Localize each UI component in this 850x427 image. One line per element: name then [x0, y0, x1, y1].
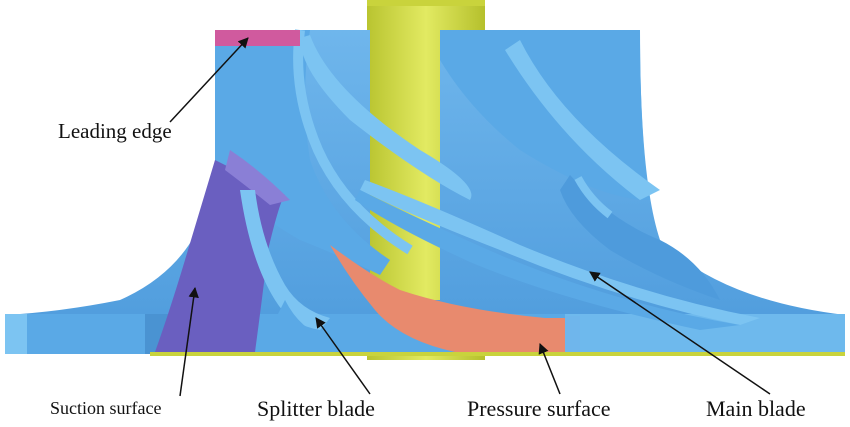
arrow-leading-edge	[169, 37, 249, 123]
label-pressure-surface: Pressure surface	[467, 396, 611, 421]
main-blade-left	[215, 29, 413, 275]
annotation-arrows	[169, 37, 771, 397]
label-splitter-blade: Splitter blade	[257, 396, 375, 421]
label-suction-surface: Suction surface	[50, 398, 162, 418]
main-blade-sweep	[300, 35, 760, 330]
arrow-pressure-surface	[538, 343, 561, 395]
pressure-surface	[330, 245, 580, 352]
arrow-main-blade	[589, 271, 771, 395]
label-main-blade: Main blade	[706, 396, 806, 421]
arrow-splitter-blade	[315, 317, 371, 395]
main-blade-right	[440, 30, 660, 200]
splitter-blade	[240, 190, 330, 352]
arrow-suction-surface	[179, 286, 199, 397]
label-leading-edge: Leading edge	[58, 119, 172, 143]
leading-edge-surface	[215, 30, 300, 46]
